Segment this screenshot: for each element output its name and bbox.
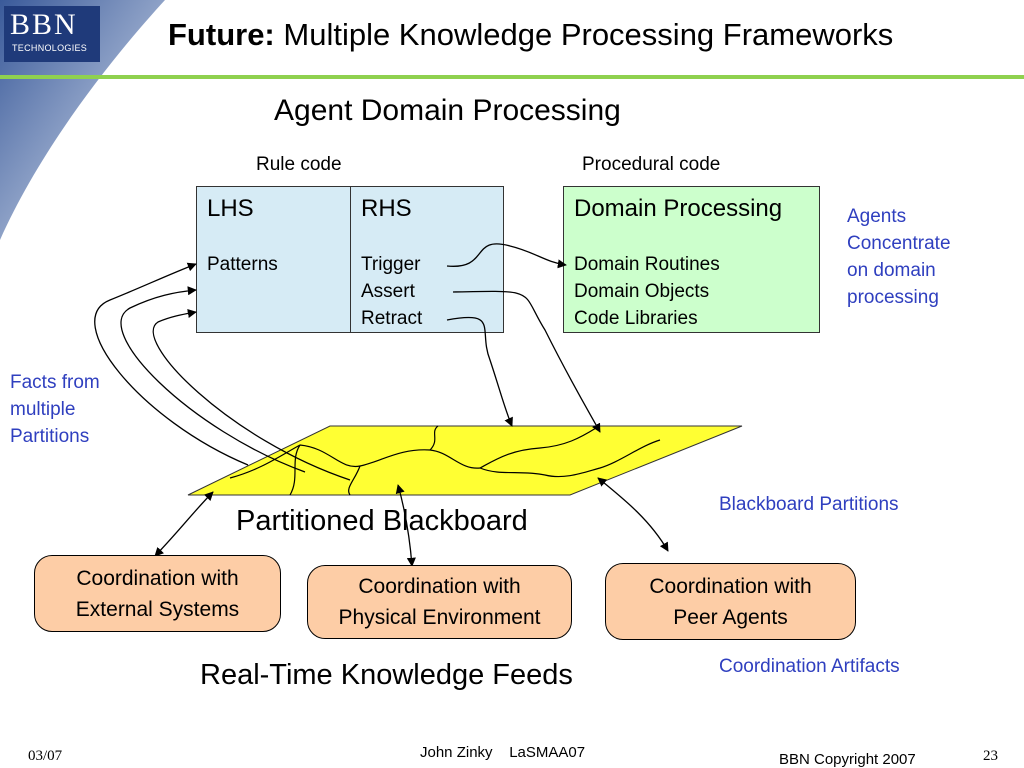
domain-heading: Domain Processing — [574, 195, 783, 222]
domain-item: Domain Routines — [574, 254, 720, 275]
title-bold: Future: — [168, 17, 275, 52]
pill-line: Physical Environment — [338, 606, 541, 629]
domain-processing-box: Domain Processing Domain Routines Domain… — [563, 186, 820, 333]
slide-title: Future: Multiple Knowledge Processing Fr… — [168, 17, 893, 53]
agents-note: Agents Concentrate on domain processing — [847, 203, 951, 311]
pill-line: Coordination with — [358, 575, 521, 598]
title-rest: Multiple Knowledge Processing Frameworks — [274, 17, 894, 52]
bbn-logo: BBN TECHNOLOGIES — [4, 6, 100, 62]
pill-line: Coordination with — [649, 574, 812, 598]
section-title: Agent Domain Processing — [274, 94, 621, 127]
connector-arrows — [94, 243, 669, 567]
domain-item: Code Libraries — [574, 308, 698, 329]
domain-item: Domain Objects — [574, 281, 710, 302]
blackboard-surface — [187, 425, 743, 496]
feeds-label: Real-Time Knowledge Feeds — [200, 659, 573, 691]
pill-line: Coordination with — [76, 566, 239, 590]
rhs-item: Retract — [361, 308, 423, 329]
agents-note-line: on domain — [847, 260, 936, 281]
rhs-column: RHS Trigger Assert Retract — [351, 187, 503, 332]
blackboard-label: Partitioned Blackboard — [236, 505, 528, 537]
pill-line: External Systems — [75, 597, 240, 621]
logo-subtitle: TECHNOLOGIES — [12, 43, 88, 53]
facts-note-line: Partitions — [10, 426, 90, 447]
rule-code-label: Rule code — [256, 154, 342, 175]
rhs-heading: RHS — [361, 195, 412, 222]
rhs-item: Trigger — [361, 254, 421, 275]
partitions-note-line: Coordination Artifacts — [719, 656, 900, 677]
page-number: 23 — [983, 748, 998, 764]
rule-code-box: LHS Patterns RHS Trigger Assert Retract — [196, 186, 504, 333]
partitions-note-line: Blackboard Partitions — [719, 494, 899, 515]
lhs-item: Patterns — [207, 254, 278, 275]
facts-note-line: Facts from — [10, 372, 100, 393]
facts-note-line: multiple — [10, 399, 76, 420]
partition-lines — [229, 425, 661, 496]
agents-note-line: processing — [847, 287, 939, 308]
title-rule — [0, 75, 1024, 79]
footer-copyright: BBN Copyright 2007 — [779, 751, 916, 768]
rhs-item: Assert — [361, 281, 415, 302]
footer-date: 03/07 — [28, 748, 63, 764]
facts-note: Facts from multiple Partitions — [10, 369, 100, 450]
agents-note-line: Concentrate — [847, 233, 951, 254]
pill-line: Peer Agents — [673, 605, 788, 629]
footer-author: John Zinky LaSMAA07 — [420, 744, 586, 761]
logo-name: BBN — [10, 8, 78, 41]
procedural-code-label: Procedural code — [582, 154, 721, 175]
lhs-heading: LHS — [207, 195, 254, 222]
lhs-column: LHS Patterns — [197, 187, 351, 332]
agents-note-line: Agents — [847, 206, 907, 227]
